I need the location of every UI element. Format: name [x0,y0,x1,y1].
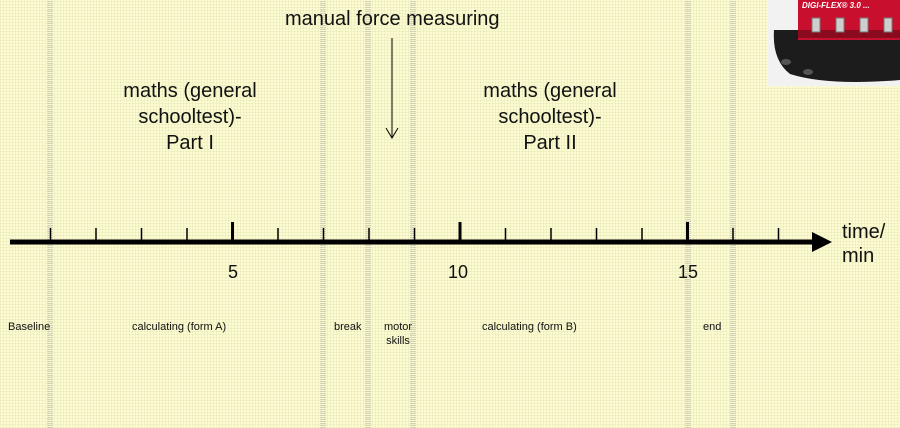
tick-label-5: 5 [228,262,239,282]
separator-motor-end [410,0,416,428]
phase-baseline: Baseline [8,321,51,333]
tick-label-15: 15 [678,262,699,282]
device-brand-text: DIGI-FLEX® 3.0 ... [802,1,870,10]
axis-unit-line: time/ [842,221,886,243]
section-line: maths (general [483,80,617,102]
separator-end-end [730,0,736,428]
phase-end: end [703,321,722,333]
phase-calculating-a: calculating (form A) [132,321,227,333]
separator-end-start [685,0,691,428]
section-line: Part II [523,132,577,154]
section-line: schooltest)- [498,106,602,128]
section-line: schooltest)- [138,106,242,128]
phase-calculating-b: calculating (form B) [482,321,577,333]
separator-baseline [47,0,53,428]
section-title-part-1: maths (general schooltest)- Part I [105,78,275,156]
tick-marks [49,222,780,242]
separator-break-start [320,0,326,428]
separator-motor-start [365,0,371,428]
section-line: maths (general [123,80,257,102]
hand-dynamometer-image [768,0,900,86]
axis-unit-label: time/ min [842,220,885,268]
phase-motor-skills: motor skills [383,321,413,347]
annotation-label: manual force measuring [285,8,500,30]
time-axis-arrowhead [812,232,832,252]
axis-unit-line: min [842,245,875,267]
annotation-arrow [385,38,399,139]
device-photo: DIGI-FLEX® 3.0 ... [768,0,900,86]
section-line: Part I [166,132,214,154]
tick-label-10: 10 [448,262,469,282]
section-title-part-2: maths (general schooltest)- Part II [465,78,635,156]
phase-break: break [334,321,362,333]
